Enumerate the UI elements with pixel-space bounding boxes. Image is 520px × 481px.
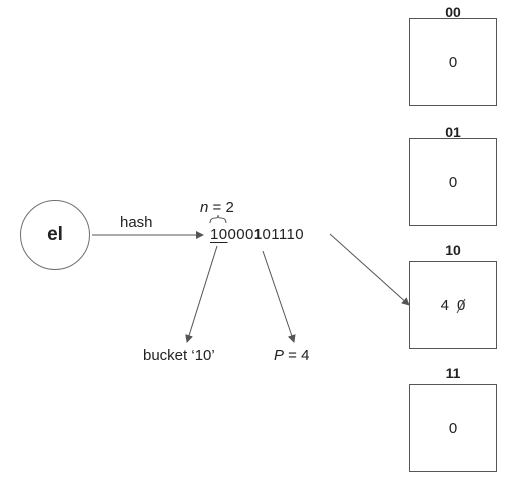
first-bits-brace [209, 214, 227, 224]
p-variable: P [274, 347, 285, 364]
bucket-value: 0 [448, 173, 458, 191]
arrow-to-bucket-10 [329, 233, 410, 306]
bucket-value: 0 [448, 419, 458, 437]
hash-label: hash [120, 214, 153, 231]
n-variable: n [200, 199, 209, 216]
bucket-pointer-label: bucket ‘10’ [143, 347, 215, 364]
element-label: el [47, 224, 63, 245]
hash-bits-prefix: 10 [210, 226, 228, 243]
hash-bits-bold: 1 [253, 226, 263, 243]
arrow-to-p-label [262, 250, 296, 343]
strikethrough-mark [456, 298, 466, 313]
p-label: P = 4 [274, 348, 309, 363]
bucket-value: 0 [448, 53, 458, 71]
bucket-title-00: 00 [445, 4, 461, 20]
n-label: n = 2 [200, 200, 234, 215]
p-value: = 4 [284, 347, 310, 364]
hash-bits: 10000101110 [210, 227, 304, 242]
bucket-box-00: 0 [409, 18, 497, 106]
n-value: = 2 [208, 199, 234, 216]
bucket-title-10: 10 [445, 242, 461, 258]
bucket-box-11: 0 [409, 384, 497, 472]
element-node: el [20, 200, 90, 270]
hash-bits-rest: 01110 [262, 226, 304, 243]
arrow-to-bucket-label [185, 245, 218, 343]
bucket-old-value: 0 [456, 297, 466, 314]
bucket-title-01: 01 [445, 124, 461, 140]
bucket-value: 4 [440, 296, 449, 314]
bucket-title-11: 11 [445, 365, 461, 381]
bucket-box-01: 0 [409, 138, 497, 226]
bucket-box-10: 4 0 [409, 261, 497, 349]
hash-bits-middle: 000 [227, 226, 254, 243]
